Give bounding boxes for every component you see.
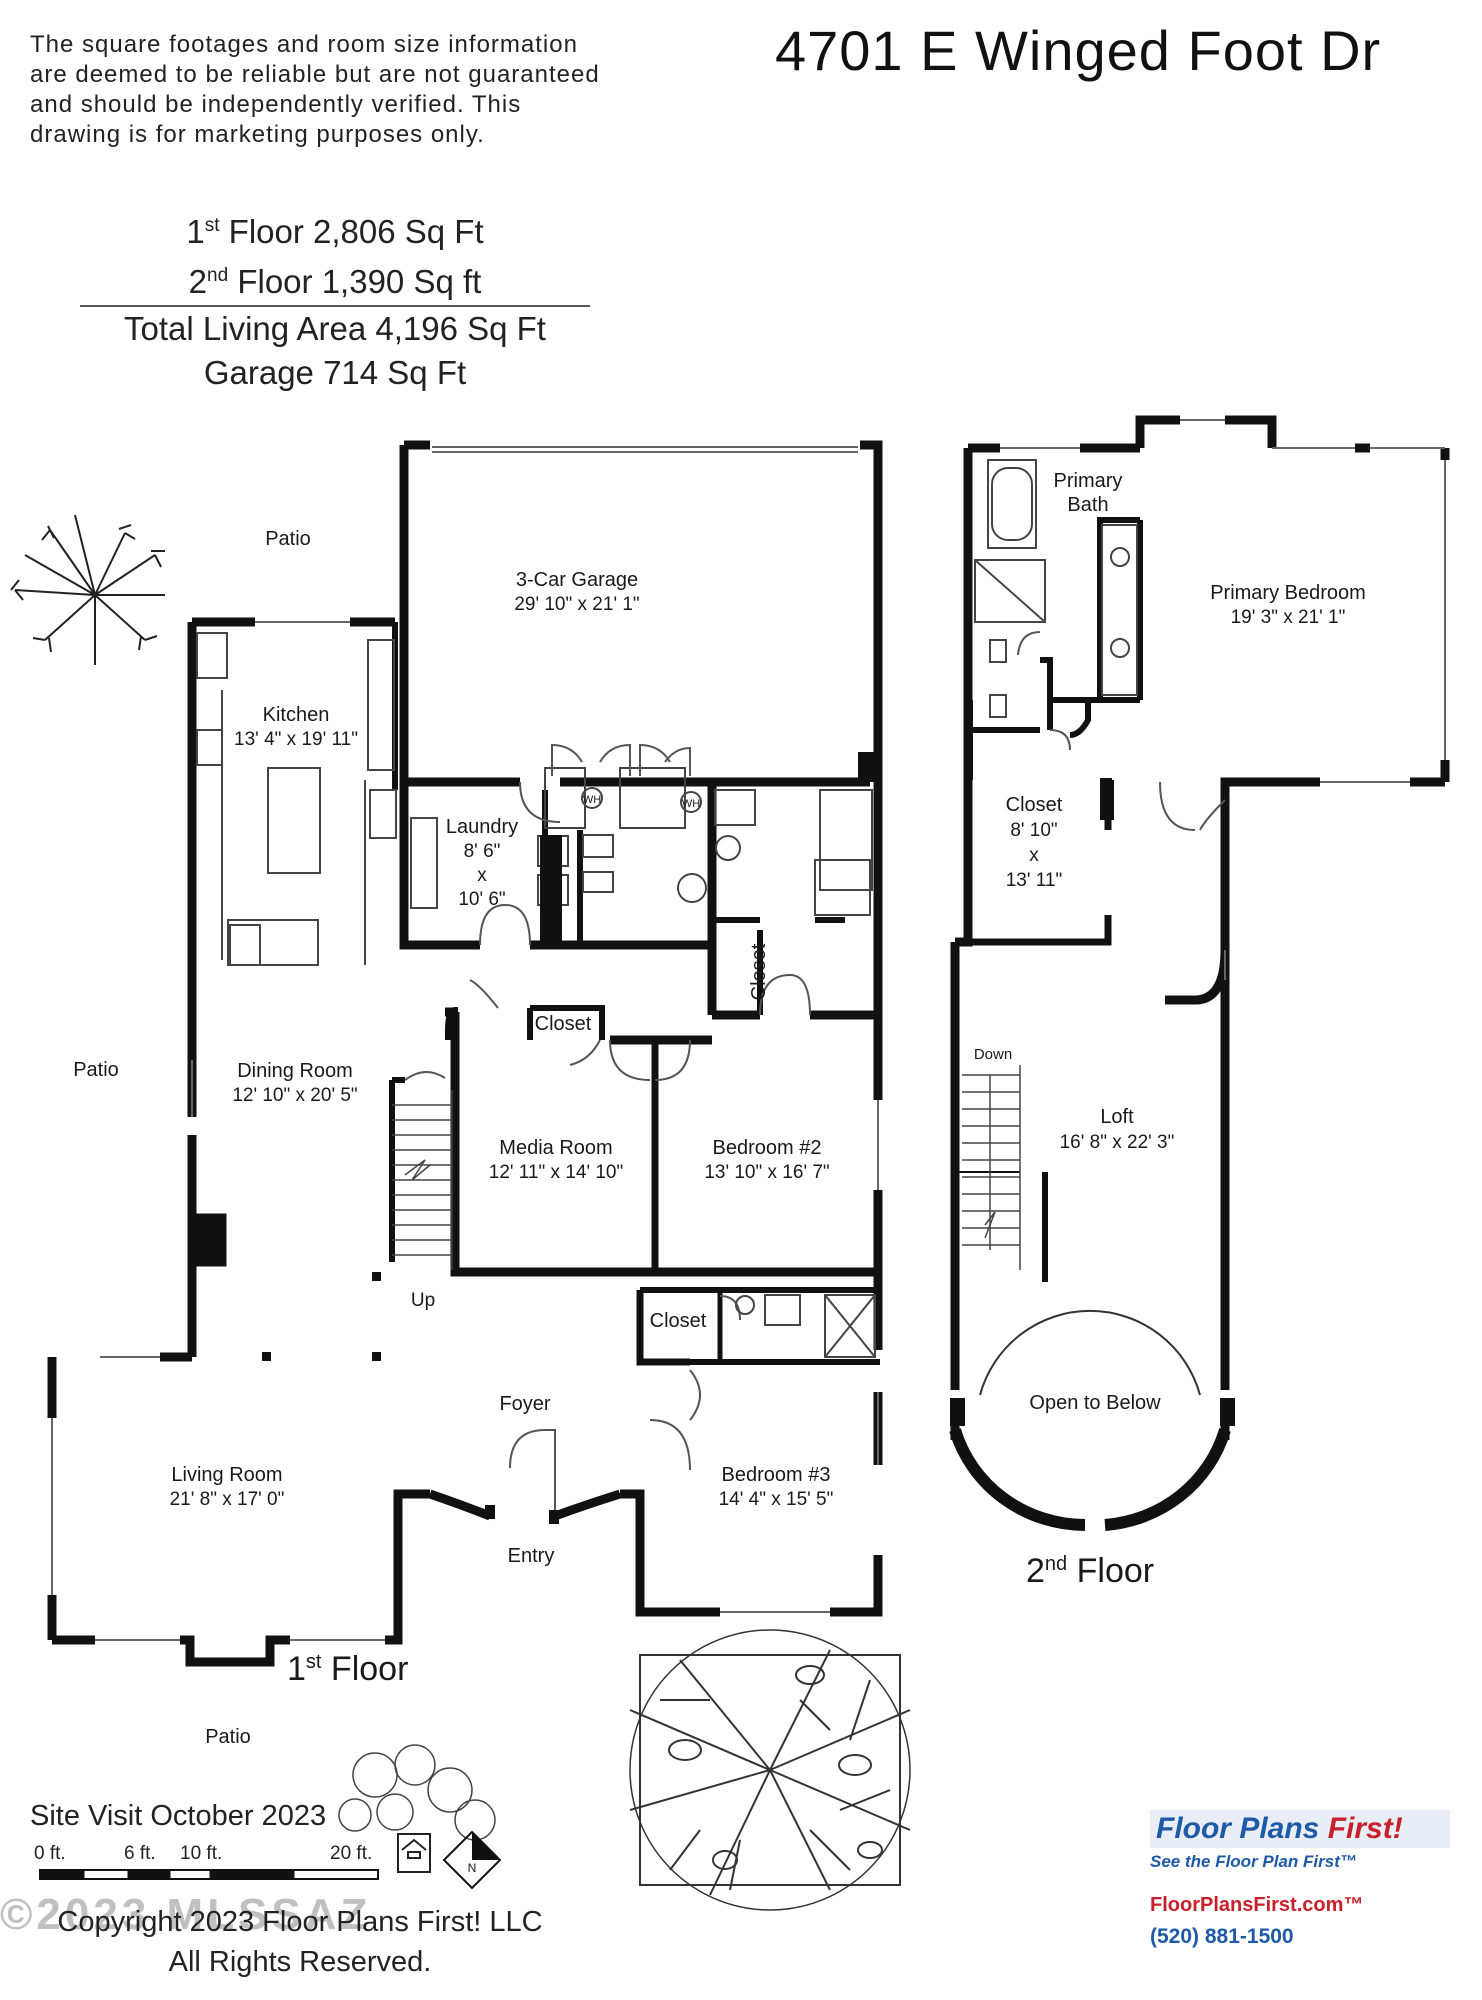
garage-label: 3-Car Garage — [516, 569, 638, 591]
laundry-fixtures — [410, 767, 873, 916]
copyright: Copyright 2023 Floor Plans First! LLC Al… — [30, 1902, 570, 1982]
water-heater-1-label: WH — [583, 794, 601, 806]
second-floor-doors — [1017, 631, 1226, 831]
tree-icon — [629, 1629, 911, 1911]
room-labels: 3-Car Garage 29' 10" x 21' 1" Kitchen 13… — [73, 470, 1366, 1748]
compass-icon — [442, 1830, 502, 1890]
scale-label-10: 10 ft. — [180, 1843, 223, 1864]
disclaimer-text: The square footages and room size inform… — [30, 31, 600, 148]
kitchen-label: Kitchen — [263, 704, 330, 726]
bedroom3-label: Bedroom #3 — [722, 1464, 831, 1486]
first-floor-title: 1st Floor — [287, 1650, 408, 1688]
second-floor-area: 2nd Floor 1,390 Sq ft — [188, 263, 482, 300]
bath-fixtures — [735, 1294, 876, 1358]
closet-upstairs-width: 8' 10" — [1010, 820, 1057, 841]
garage-area: Garage 714 Sq Ft — [203, 354, 467, 391]
kitchen-dims: 13' 4" x 19' 11" — [234, 729, 358, 750]
primary-bath-label-2: Bath — [1067, 494, 1108, 516]
mls-watermark: ©2023 MLSSAZ — [0, 1890, 372, 1939]
patio-left-label: Patio — [73, 1059, 119, 1081]
brand-block: Floor Plans First! See the Floor Plan Fi… — [1150, 1810, 1450, 1949]
stairs-down — [962, 1065, 1021, 1270]
site-visit-date: Site Visit October 2023 — [30, 1800, 327, 1832]
first-floor-area: 1st Floor 2,806 Sq Ft — [186, 213, 484, 250]
area-divider — [80, 305, 590, 307]
second-floor-walls — [950, 415, 1450, 1440]
loft-dims: 16' 8" x 22' 3" — [1060, 1132, 1175, 1153]
bedroom2-label: Bedroom #2 — [713, 1137, 822, 1159]
bedroom2-dims: 13' 10" x 16' 7" — [704, 1162, 829, 1183]
dining-dims: 12' 10" x 20' 5" — [232, 1085, 357, 1106]
first-floor-windows — [51, 446, 879, 1641]
stairs-up-label: Up — [411, 1290, 435, 1311]
brand-tagline: See the Floor Plan First™ — [1150, 1852, 1357, 1871]
laundry-x: x — [477, 865, 487, 886]
water-heater-2-label: WH — [682, 798, 700, 810]
foyer-label: Foyer — [499, 1393, 550, 1415]
loft-label: Loft — [1100, 1106, 1134, 1128]
dining-label: Dining Room — [237, 1060, 353, 1082]
primary-bath-label-1: Primary — [1054, 470, 1123, 492]
garage-dims: 29' 10" x 21' 1" — [514, 594, 639, 615]
floor-titles: 1st Floor 2nd Floor — [287, 1552, 1154, 1688]
shrub-icons — [338, 1744, 496, 1841]
closet-media-label: Closet — [535, 1013, 592, 1035]
open-to-below-label: Open to Below — [1029, 1392, 1161, 1414]
primary-bath-fixtures — [974, 459, 1138, 718]
property-address: 4701 E Winged Foot Dr — [775, 19, 1382, 82]
scale-label-0: 0 ft. — [34, 1843, 66, 1864]
equal-housing-icon — [397, 1833, 431, 1873]
palm-tree-icon — [10, 514, 165, 665]
patio-top-label: Patio — [265, 528, 311, 550]
brand-logo: Floor Plans First! — [1150, 1810, 1450, 1848]
entry-label: Entry — [508, 1545, 555, 1567]
closet-upstairs-label: Closet — [1006, 794, 1063, 816]
media-dims: 12' 11" x 14' 10" — [489, 1162, 623, 1183]
primary-bedroom-dims: 19' 3" x 21' 1" — [1231, 607, 1346, 628]
copyright-line-2: All Rights Reserved. — [168, 1946, 432, 1978]
open-to-below — [949, 1309, 1231, 1531]
patio-bottom-label: Patio — [205, 1726, 251, 1748]
first-floor-doors — [404, 743, 811, 1516]
bedroom3-dims: 14' 4" x 15' 5" — [719, 1489, 834, 1510]
second-floor-title: 2nd Floor — [1026, 1552, 1154, 1590]
scale-labels: 0 ft. 6 ft. 10 ft. 20 ft. — [34, 1843, 394, 1867]
second-floor-heavy — [950, 778, 1235, 1426]
total-living-area: Total Living Area 4,196 Sq Ft — [124, 310, 546, 347]
closet-upstairs-height: 13' 11" — [1006, 870, 1063, 891]
laundry-label: Laundry — [446, 816, 518, 838]
primary-bedroom-label: Primary Bedroom — [1210, 582, 1366, 604]
living-label: Living Room — [171, 1464, 282, 1486]
laundry-width: 8' 6" — [464, 841, 501, 862]
laundry-height: 10' 6" — [458, 889, 505, 910]
laundry-black-chase — [540, 752, 880, 945]
living-dims: 21' 8" x 17' 0" — [170, 1489, 285, 1510]
brand-phone[interactable]: (520) 881-1500 — [1150, 1925, 1294, 1948]
area-summary: 1st Floor 2,806 Sq Ft 2nd Floor 1,390 Sq… — [80, 204, 590, 395]
media-label: Media Room — [499, 1137, 612, 1159]
second-floor-windows — [1000, 419, 1446, 980]
closet-bed3-label: Closet — [650, 1310, 707, 1332]
closet-upstairs-x: x — [1029, 845, 1039, 866]
stairs-down-label: Down — [974, 1046, 1012, 1063]
stairs-up — [392, 1090, 453, 1270]
scale-bar — [39, 1869, 379, 1880]
interior-posts — [262, 1272, 559, 1524]
scale-label-20: 20 ft. — [330, 1843, 373, 1864]
brand-url[interactable]: FloorPlansFirst.com™ — [1150, 1894, 1364, 1916]
kitchen-fixtures — [196, 632, 397, 966]
closet-vertical-label: Closet — [748, 943, 770, 1000]
compass-letter: N — [468, 1861, 477, 1875]
copyright-line-1: Copyright 2023 Floor Plans First! LLC — [57, 1906, 543, 1938]
scale-label-6: 6 ft. — [124, 1843, 156, 1864]
